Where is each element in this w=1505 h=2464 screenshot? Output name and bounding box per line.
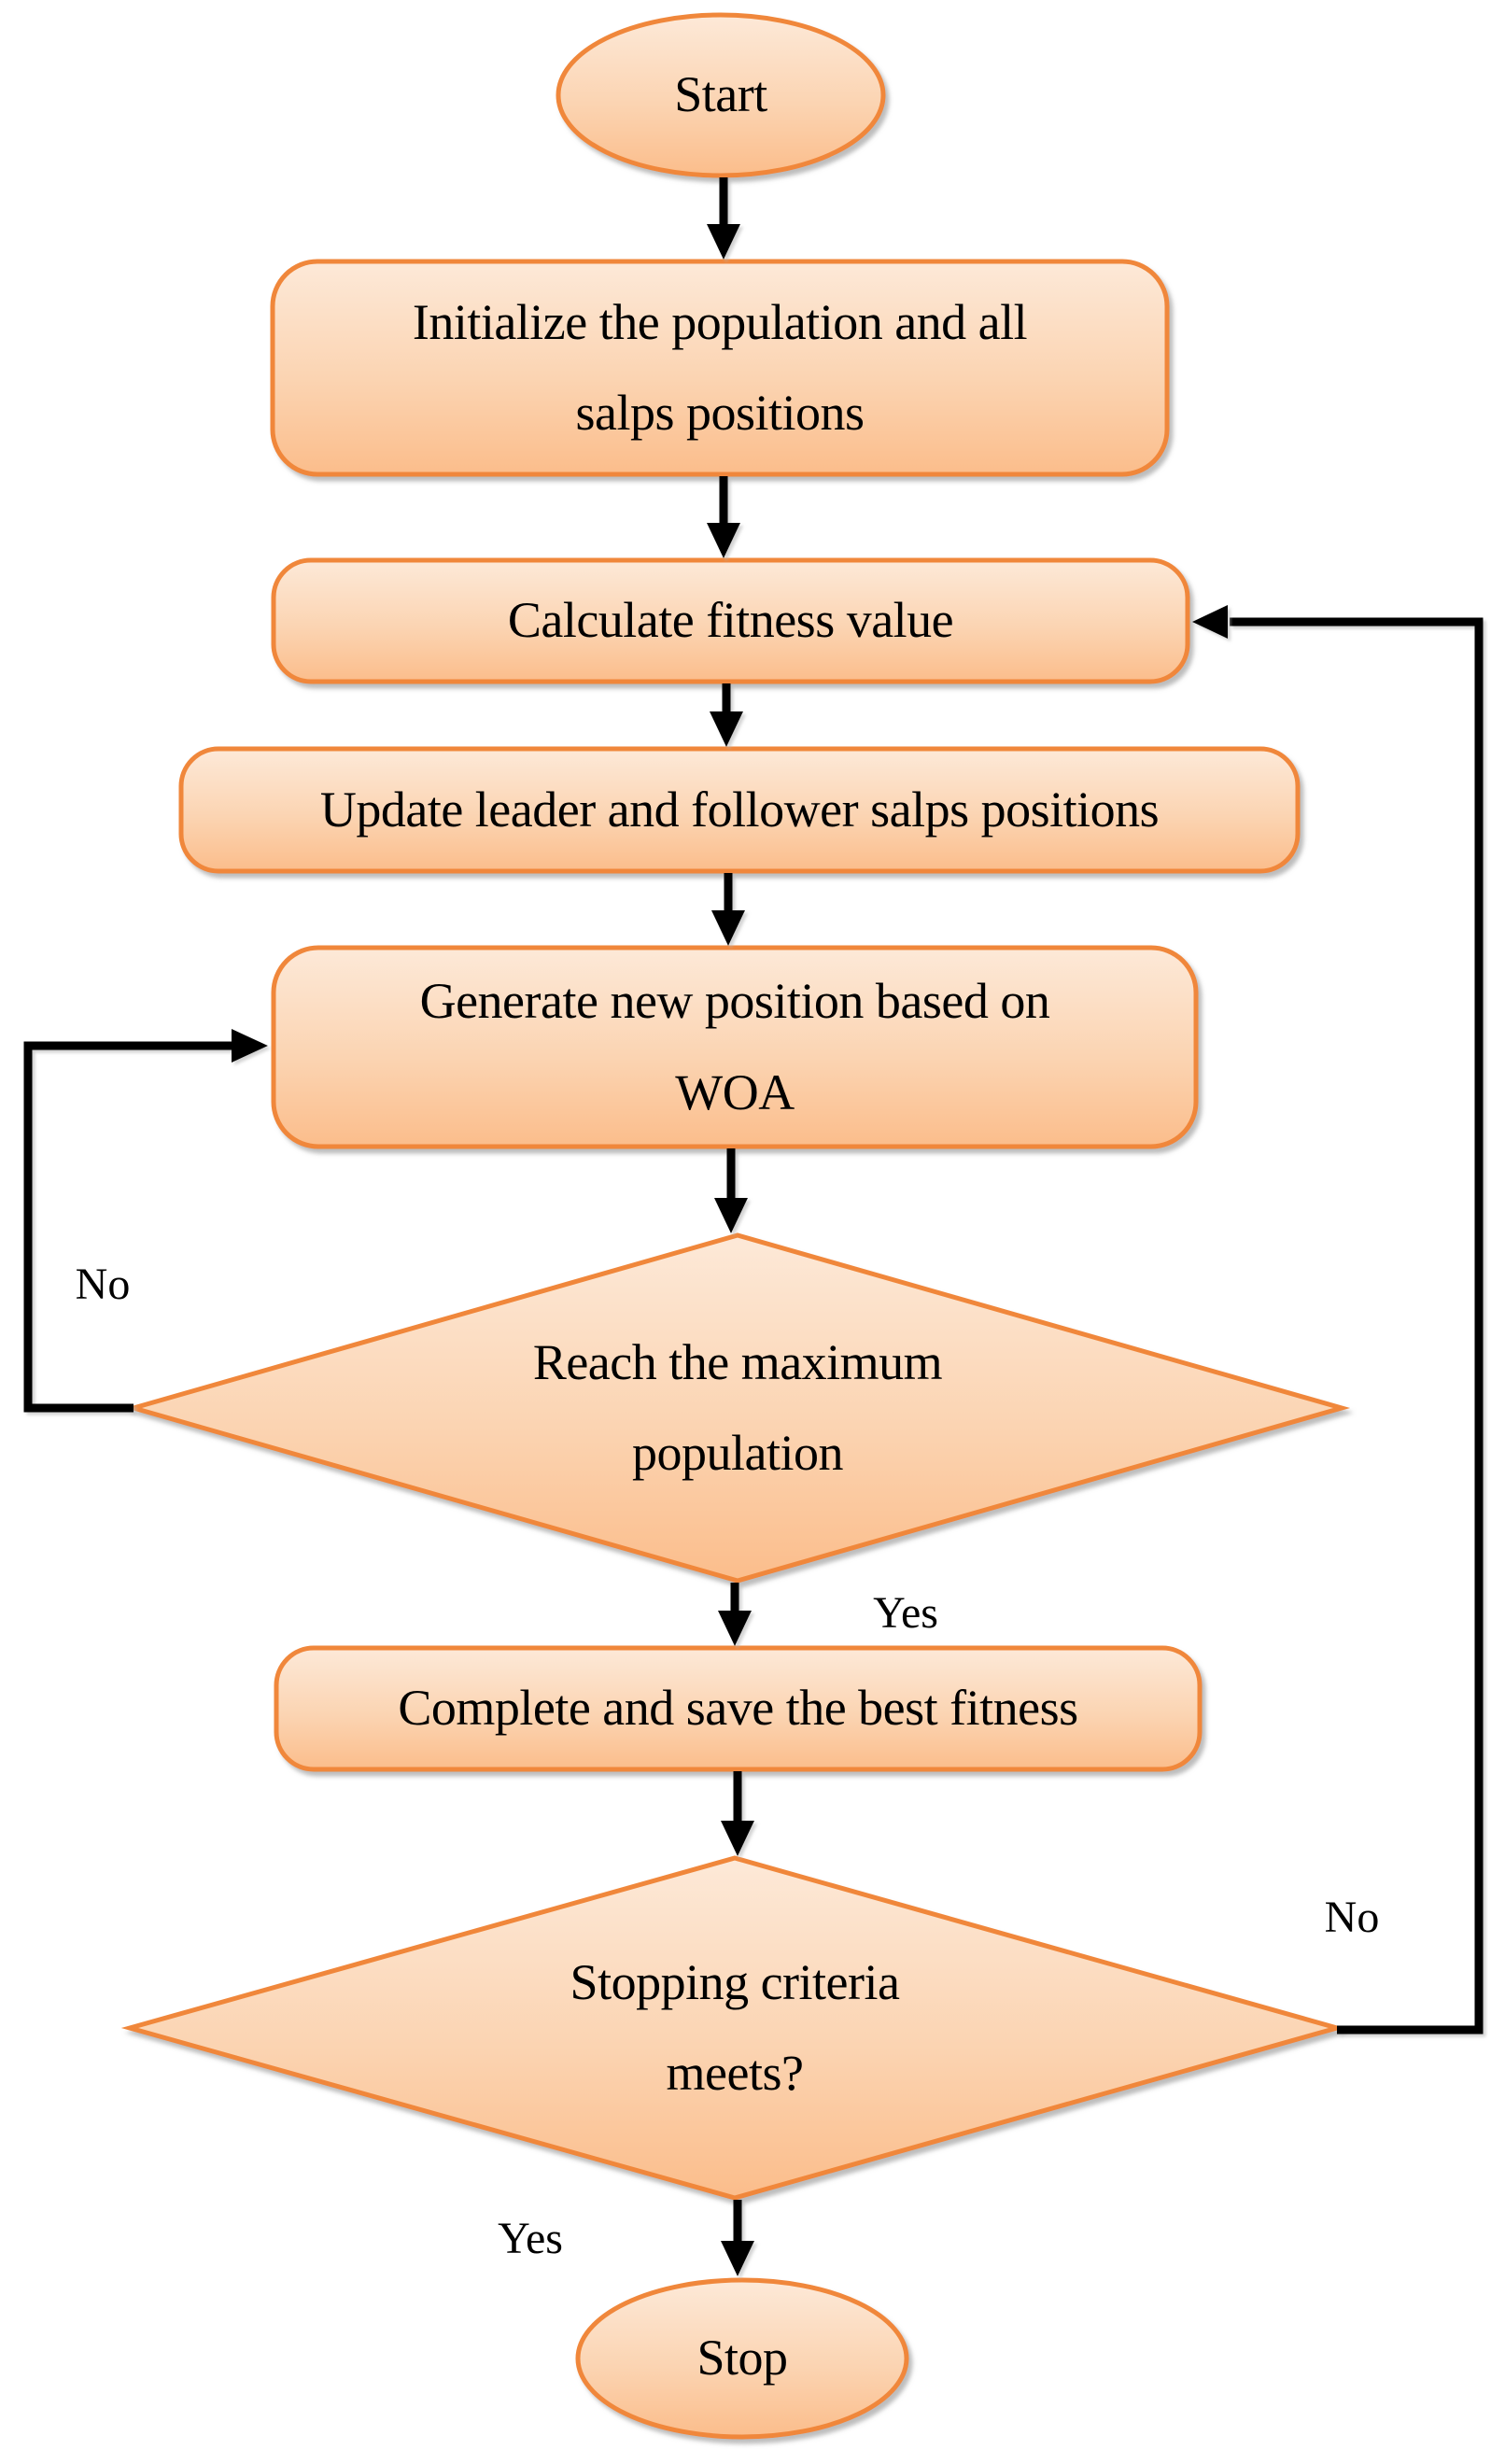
arrowhead-update-to-generate: [711, 910, 745, 946]
arrowhead-complete-to-stopping: [721, 1821, 754, 1856]
generate-position-node: [271, 945, 1199, 1149]
stop-node: [575, 2277, 909, 2440]
arrowhead-start-to-initialize: [707, 224, 740, 260]
complete-save-node: [274, 1645, 1203, 1772]
arrowhead-stopping-yes-to-stop: [721, 2241, 754, 2276]
loop-reachmax-no-to-generate: [23, 1041, 233, 1413]
update-positions-node: [178, 746, 1301, 874]
stopping-criteria-decision: [120, 1855, 1346, 2201]
arrowhead-no-loop-to-calculate: [1192, 605, 1228, 639]
arrowhead-no-loop-to-generate: [232, 1029, 268, 1063]
arrowhead-generate-to-reachmax: [714, 1198, 748, 1233]
initialize-node: [270, 259, 1170, 477]
arrowhead-reachmax-yes-to-complete: [718, 1611, 752, 1646]
loop-stopping-no-to-calculate: [1230, 617, 1484, 2035]
reach-max-decision: [124, 1232, 1351, 1584]
arrowhead-calculate-to-update: [710, 711, 743, 747]
start-node: [556, 12, 886, 178]
arrowhead-initialize-to-calculate: [707, 523, 740, 558]
calculate-fitness-node: [271, 557, 1190, 684]
